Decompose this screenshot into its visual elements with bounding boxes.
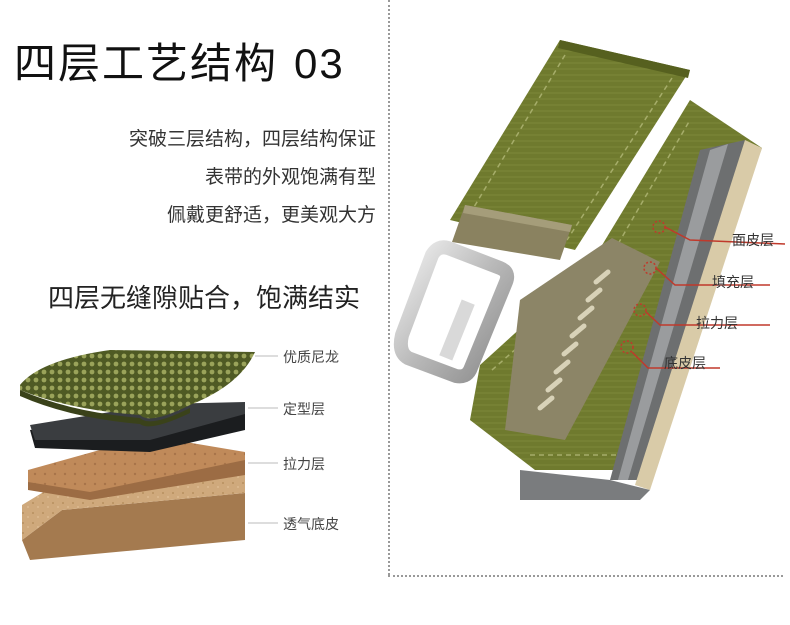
description-line: 突破三层结构，四层结构保证 xyxy=(128,128,376,150)
layer-label-shaping: 定型层 xyxy=(283,402,325,418)
layer-label-nylon: 优质尼龙 xyxy=(283,350,339,366)
callout-tensile: 拉力层 xyxy=(696,316,738,332)
description-block: 突破三层结构，四层结构保证 表带的外观饱满有型 佩戴更舒适，更美观大方 xyxy=(129,120,376,234)
layer-stack xyxy=(20,350,255,560)
page-title: 四层工艺结构 03 xyxy=(14,30,345,91)
divider-horizontal xyxy=(388,575,783,577)
callout-surface-leather: 面皮层 xyxy=(732,233,774,249)
callout-filler: 填充层 xyxy=(712,275,754,291)
title-number: 03 xyxy=(294,40,345,87)
callout-markers xyxy=(620,220,786,369)
callout-bottom-leather: 底皮层 xyxy=(664,356,706,372)
nylon-layer xyxy=(20,350,255,427)
layer-label-bottom-leather: 透气底皮 xyxy=(283,517,339,533)
title-text: 四层工艺结构 xyxy=(14,39,279,88)
description-line: 表带的外观饱满有型 xyxy=(204,166,376,188)
layer-leaders xyxy=(248,355,278,524)
stitch-bars xyxy=(537,269,611,411)
layer-label-tensile: 拉力层 xyxy=(283,457,325,473)
divider-vertical xyxy=(388,0,390,575)
description-line: 佩戴更舒适，更美观大方 xyxy=(166,204,376,226)
tensile-layer xyxy=(28,436,245,500)
watch-strap-illustration xyxy=(393,40,762,500)
subheading: 四层无缝隙贴合，饱满结实 xyxy=(48,284,361,314)
